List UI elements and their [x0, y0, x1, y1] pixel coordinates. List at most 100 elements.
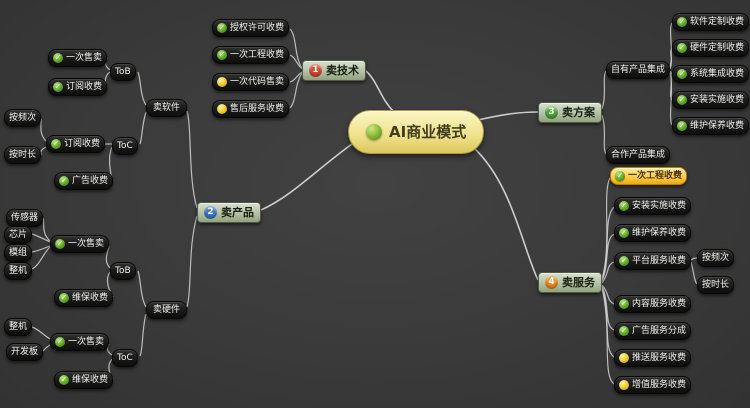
- node-whole-machine-toc[interactable]: 整机: [4, 318, 33, 336]
- node-content-service-fee[interactable]: 内容服务收费: [614, 295, 692, 313]
- node-push-service-fee[interactable]: 推送服务收费: [614, 349, 692, 367]
- central-topic[interactable]: AI商业模式: [348, 110, 485, 154]
- check-icon: [217, 50, 227, 60]
- node-label: 一次工程收费: [230, 50, 285, 60]
- node-label: ToC: [117, 353, 133, 363]
- node-svc-install-implement-fee[interactable]: 安装实施收费: [614, 197, 692, 215]
- node-sell-hardware[interactable]: 卖硬件: [146, 301, 188, 319]
- node-value-added-service-fee[interactable]: 增值服务收费: [614, 376, 692, 394]
- badge-2-icon: 2: [204, 206, 217, 219]
- node-hw-tob-onetime-sale[interactable]: 一次售卖: [50, 235, 110, 253]
- branch-label: 卖方案: [562, 106, 595, 119]
- node-label: 硬件定制收费: [690, 43, 745, 53]
- node-software-tob[interactable]: ToB: [110, 63, 136, 81]
- node-sw-tob-onetime-sale[interactable]: 一次售卖: [48, 49, 108, 67]
- node-hardware-custom-fee[interactable]: 硬件定制收费: [672, 39, 750, 57]
- node-label: ToB: [115, 266, 131, 276]
- node-svc-maintain-care-fee[interactable]: 维护保养收费: [614, 224, 692, 242]
- node-ad-revenue-share[interactable]: 广告服务分成: [614, 322, 692, 340]
- badge-3-icon: 3: [545, 106, 558, 119]
- central-topic-label: AI商业模式: [389, 123, 467, 141]
- node-dev-board[interactable]: 开发板: [6, 343, 44, 361]
- node-svc-onetime-engineering-fee[interactable]: 一次工程收费: [610, 167, 688, 185]
- node-system-integration-fee[interactable]: 系统集成收费: [672, 65, 750, 83]
- check-icon: [217, 23, 227, 33]
- check-icon: [51, 139, 61, 149]
- node-onetime-code-sale[interactable]: 一次代码售卖: [212, 73, 290, 91]
- check-icon: [619, 326, 629, 336]
- branch-sell-solution[interactable]: 3 卖方案: [538, 102, 602, 123]
- node-label: ToC: [117, 141, 133, 151]
- node-license-fee[interactable]: 授权许可收费: [212, 19, 290, 37]
- check-icon: [59, 293, 69, 303]
- node-hw-toc-onetime-sale[interactable]: 一次售卖: [50, 333, 110, 351]
- coin-icon: [217, 104, 227, 114]
- branch-sell-tech[interactable]: 1 卖技术: [302, 60, 366, 81]
- check-icon: [53, 82, 63, 92]
- check-icon: [619, 201, 629, 211]
- check-icon: [615, 171, 625, 181]
- check-icon: [59, 375, 69, 385]
- check-icon: [677, 69, 687, 79]
- node-label: 维护保养收费: [632, 228, 687, 238]
- node-own-product-integration[interactable]: 自有产品集成: [606, 61, 671, 79]
- node-ad-fee[interactable]: 广告收费: [54, 172, 114, 190]
- node-label: 卖硬件: [153, 305, 181, 315]
- node-by-frequency[interactable]: 按频次: [4, 109, 42, 127]
- node-label: 一次售卖: [68, 337, 105, 347]
- node-hardware-tob[interactable]: ToB: [110, 262, 136, 280]
- branch-sell-service[interactable]: 4 卖服务: [538, 272, 602, 293]
- node-chip[interactable]: 芯片: [4, 226, 33, 244]
- check-icon: [55, 239, 65, 249]
- node-label: 维护保养收费: [690, 121, 745, 131]
- node-label: 安装实施收费: [632, 201, 687, 211]
- coin-icon: [217, 77, 227, 87]
- node-label: 整机: [9, 266, 28, 276]
- node-label: 芯片: [9, 230, 28, 240]
- node-label: 合作产品集成: [611, 150, 666, 160]
- check-icon: [53, 53, 63, 63]
- coin-icon: [619, 353, 629, 363]
- branch-sell-product[interactable]: 2 卖产品: [197, 202, 261, 223]
- node-install-implement-fee[interactable]: 安装实施收费: [672, 91, 750, 109]
- check-icon: [619, 256, 629, 266]
- check-icon: [619, 228, 629, 238]
- node-label: 模组: [9, 248, 28, 258]
- node-label: 卖软件: [153, 103, 181, 113]
- node-by-duration[interactable]: 按时长: [4, 146, 42, 164]
- node-partner-product-integration[interactable]: 合作产品集成: [606, 146, 671, 164]
- node-label: 开发板: [11, 347, 39, 357]
- node-platform-service-fee[interactable]: 平台服务收费: [614, 252, 692, 270]
- node-label: 软件定制收费: [690, 17, 745, 27]
- node-label: 广告收费: [72, 176, 109, 186]
- node-label: 内容服务收费: [632, 299, 687, 309]
- badge-1-icon: 1: [309, 64, 322, 77]
- node-aftersales-service-fee[interactable]: 售后服务收费: [212, 100, 290, 118]
- node-svc-by-duration[interactable]: 按时长: [697, 276, 735, 294]
- coin-icon: [619, 380, 629, 390]
- node-label: 一次工程收费: [628, 171, 683, 181]
- node-sensor[interactable]: 传感器: [6, 209, 44, 227]
- node-maintain-care-fee[interactable]: 维护保养收费: [672, 117, 750, 135]
- branch-label: 卖服务: [562, 276, 595, 289]
- node-sw-tob-subscription-fee[interactable]: 订阅收费: [48, 78, 108, 96]
- node-label: 维保收费: [72, 375, 109, 385]
- check-icon: [677, 43, 687, 53]
- node-label: 授权许可收费: [230, 23, 285, 33]
- node-label: 订阅收费: [66, 82, 103, 92]
- node-label: 按频次: [9, 113, 37, 123]
- badge-4-icon: 4: [545, 276, 558, 289]
- node-module[interactable]: 模组: [4, 244, 33, 262]
- check-icon: [619, 299, 629, 309]
- node-whole-machine[interactable]: 整机: [4, 262, 33, 280]
- node-hw-toc-maintenance-fee[interactable]: 维保收费: [54, 371, 114, 389]
- node-hardware-toc[interactable]: ToC: [112, 349, 138, 367]
- node-software-custom-fee[interactable]: 软件定制收费: [672, 13, 750, 31]
- node-sell-software[interactable]: 卖软件: [146, 99, 188, 117]
- node-onetime-engineering-fee[interactable]: 一次工程收费: [212, 46, 290, 64]
- branch-label: 卖技术: [326, 64, 359, 77]
- node-hw-tob-maintenance-fee[interactable]: 维保收费: [54, 289, 114, 307]
- node-svc-by-frequency[interactable]: 按频次: [697, 249, 735, 267]
- node-software-toc[interactable]: ToC: [112, 137, 138, 155]
- node-sw-toc-subscription-fee[interactable]: 订阅收费: [46, 135, 106, 153]
